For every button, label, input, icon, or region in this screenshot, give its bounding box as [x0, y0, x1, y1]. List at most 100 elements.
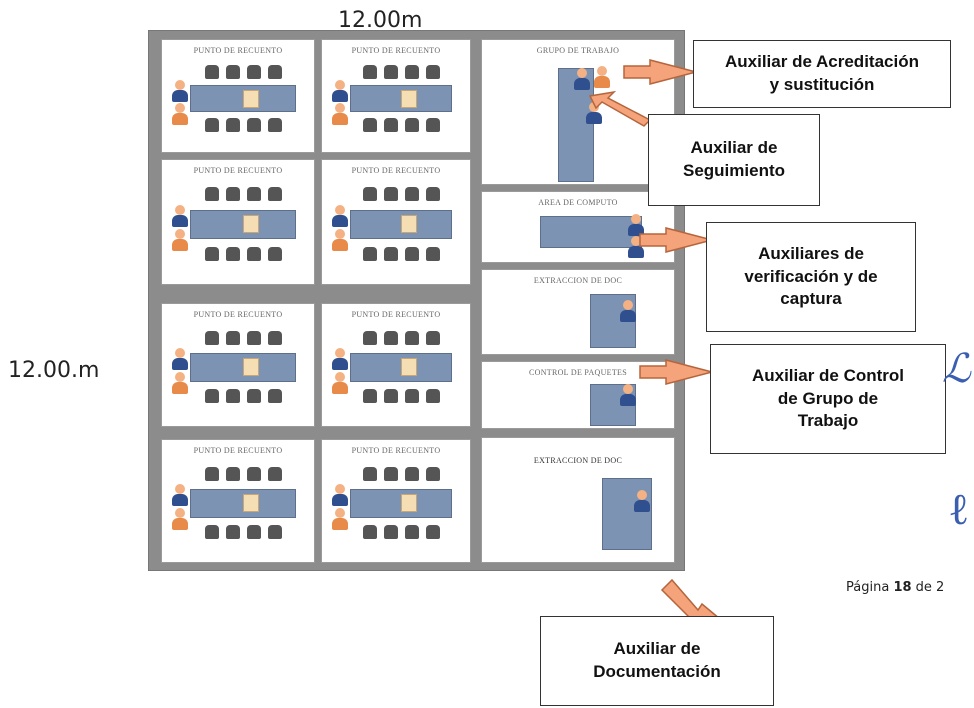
chair-row: [363, 187, 440, 201]
chair-icon: [426, 247, 440, 261]
chair-icon: [226, 65, 240, 79]
callout-accreditation: Auxiliar de Acreditación y sustitución: [693, 40, 951, 108]
chair-icon: [268, 187, 282, 201]
chair-row: [363, 467, 440, 481]
chair-icon: [405, 467, 419, 481]
chair-icon: [405, 525, 419, 539]
counting-point-cell: PUNTO DE RECUENTO: [321, 39, 471, 153]
chair-icon: [205, 118, 219, 132]
chair-icon: [384, 187, 398, 201]
cell-title: AREA DE COMPUTO: [538, 198, 618, 207]
chair-row: [205, 118, 282, 132]
page-number-prefix: Página: [846, 580, 894, 595]
chair-icon: [268, 389, 282, 403]
chair-icon: [247, 247, 261, 261]
chair-icon: [205, 525, 219, 539]
chair-row: [205, 467, 282, 481]
chair-icon: [247, 118, 261, 132]
cell-title: GRUPO DE TRABAJO: [536, 46, 620, 55]
counting-table: [350, 489, 452, 518]
seated-person-icon: [172, 103, 188, 125]
chair-icon: [268, 331, 282, 345]
chair-icon: [405, 331, 419, 345]
page-number: Página 18 de 2: [846, 580, 944, 595]
counting-point-cell: PUNTO DE RECUENTO: [161, 303, 315, 427]
signature-mark: ℓ: [948, 484, 970, 535]
document-extraction-cell: EXTRACCION DE DOC: [481, 269, 675, 355]
chair-icon: [226, 525, 240, 539]
chair-icon: [384, 65, 398, 79]
work-group-cell: GRUPO DE TRABAJO: [481, 39, 675, 185]
chair-row: [363, 389, 440, 403]
chair-icon: [205, 187, 219, 201]
seated-person-icon: [332, 372, 348, 394]
seated-person-icon: [332, 229, 348, 251]
chair-row: [363, 331, 440, 345]
cell-title: PUNTO DE RECUENTO: [193, 166, 283, 175]
chair-icon: [363, 467, 377, 481]
extraction-table: [602, 478, 652, 550]
chair-row: [205, 389, 282, 403]
cell-title: PUNTO DE RECUENTO: [351, 446, 441, 455]
cell-title: PUNTO DE RECUENTO: [351, 166, 441, 175]
chair-icon: [405, 118, 419, 132]
chair-icon: [426, 118, 440, 132]
chair-icon: [363, 247, 377, 261]
chair-icon: [205, 331, 219, 345]
seated-person-icon: [172, 205, 188, 227]
chair-row: [363, 118, 440, 132]
seated-person-icon: [172, 484, 188, 506]
chair-row: [363, 247, 440, 261]
chair-icon: [426, 187, 440, 201]
counting-point-cell: PUNTO DE RECUENTO: [321, 303, 471, 427]
chair-icon: [405, 187, 419, 201]
chair-icon: [247, 187, 261, 201]
chair-icon: [363, 525, 377, 539]
seated-person-icon: [172, 372, 188, 394]
seated-person-icon: [634, 490, 650, 512]
chair-row: [205, 187, 282, 201]
counting-point-cell: PUNTO DE RECUENTO: [161, 159, 315, 285]
counting-point-cell: PUNTO DE RECUENTO: [161, 439, 315, 563]
chair-icon: [247, 467, 261, 481]
chair-row: [205, 65, 282, 79]
ballot-box-icon: [401, 215, 417, 233]
cell-title: EXTRACCION DE DOC: [533, 456, 623, 465]
seated-person-icon: [172, 348, 188, 370]
seated-person-icon: [628, 236, 644, 258]
cell-title: PUNTO DE RECUENTO: [193, 310, 283, 319]
chair-icon: [247, 525, 261, 539]
chair-icon: [226, 389, 240, 403]
chair-icon: [205, 467, 219, 481]
chair-icon: [405, 389, 419, 403]
package-control-cell: CONTROL DE PAQUETES: [481, 361, 675, 429]
cell-title: EXTRACCION DE DOC: [533, 276, 623, 285]
chair-row: [205, 331, 282, 345]
chair-icon: [426, 331, 440, 345]
seated-person-icon: [332, 348, 348, 370]
chair-icon: [226, 467, 240, 481]
chair-icon: [205, 247, 219, 261]
seated-person-icon: [620, 384, 636, 406]
callout-documentation: Auxiliar de Documentación: [540, 616, 774, 706]
seated-person-icon: [332, 103, 348, 125]
page-number-value: 18: [893, 580, 912, 595]
floor-plan: PUNTO DE RECUENTO PUNTO DE RECUENTO PUNT…: [148, 30, 685, 571]
counting-point-cell: PUNTO DE RECUENTO: [321, 159, 471, 285]
chair-icon: [247, 65, 261, 79]
chair-icon: [405, 65, 419, 79]
chair-icon: [384, 247, 398, 261]
ballot-box-icon: [401, 358, 417, 376]
chair-icon: [384, 389, 398, 403]
counting-table: [350, 85, 452, 112]
callout-work-group-control: Auxiliar de Control de Grupo de Trabajo: [710, 344, 946, 454]
document-extraction-cell: EXTRACCION DE DOC: [481, 437, 675, 563]
seated-person-icon: [332, 80, 348, 102]
ballot-box-icon: [243, 90, 259, 108]
counting-table: [190, 353, 296, 382]
counting-point-cell: PUNTO DE RECUENTO: [161, 39, 315, 153]
cell-title: PUNTO DE RECUENTO: [351, 310, 441, 319]
signature-mark: ℒ: [942, 346, 971, 392]
chair-row: [205, 525, 282, 539]
chair-icon: [384, 525, 398, 539]
